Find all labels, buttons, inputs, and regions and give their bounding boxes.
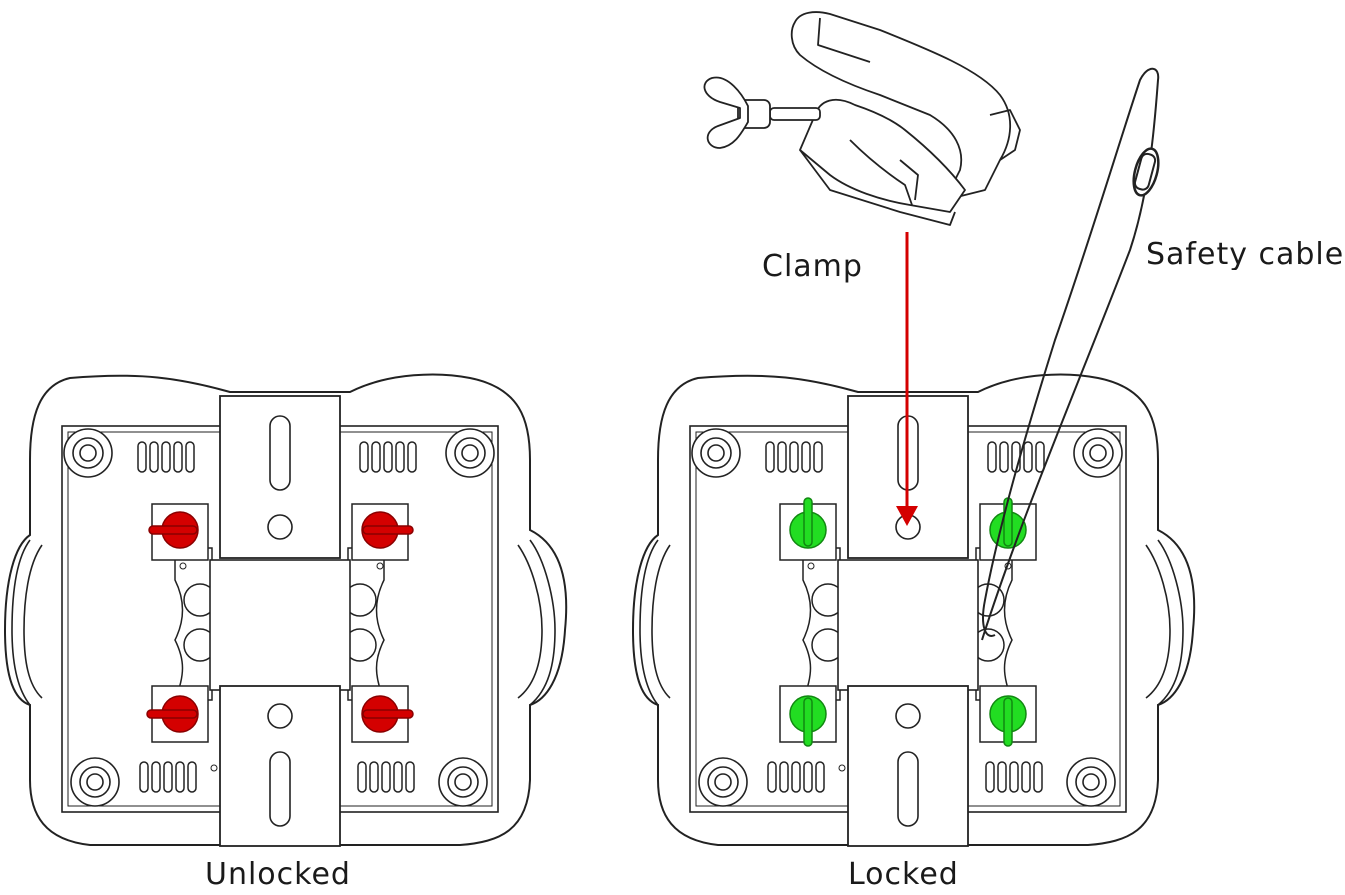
unlocked-label: Unlocked bbox=[205, 857, 351, 892]
down-arrow-icon bbox=[896, 232, 918, 526]
fixture-base-locked bbox=[632, 373, 1196, 847]
clamp-label: Clamp bbox=[762, 249, 863, 284]
quick-lock-lever-icon-unlocked bbox=[146, 511, 414, 733]
locked-label: Locked bbox=[848, 857, 959, 892]
clamp-icon bbox=[703, 11, 1021, 226]
safety-cable-icon bbox=[981, 67, 1160, 641]
quick-lock-lever-icon-locked bbox=[789, 497, 1027, 747]
fixture-base-unlocked bbox=[4, 373, 568, 847]
safety-cable-label: Safety cable bbox=[1146, 240, 1345, 270]
